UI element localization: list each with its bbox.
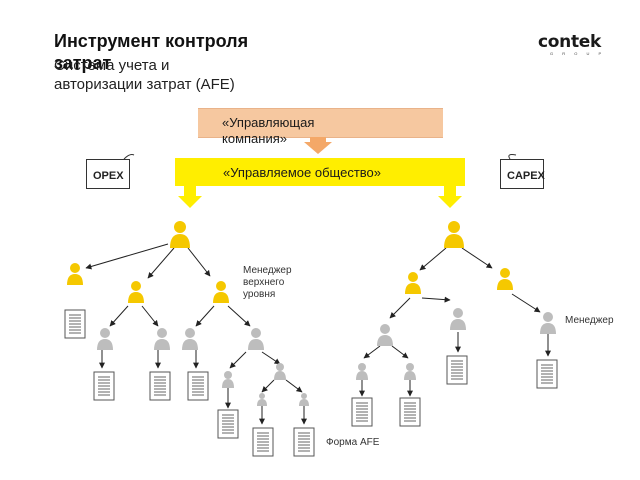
person-icon	[274, 363, 286, 380]
person-icon	[222, 371, 234, 388]
person-icon	[97, 328, 113, 350]
document-icon	[252, 427, 274, 457]
opex-label: OPEX	[93, 170, 124, 182]
person-icon	[377, 324, 393, 346]
person-icon	[444, 221, 464, 248]
mc-to-company-arrow	[304, 137, 332, 154]
document-icon	[446, 355, 468, 385]
document-icon	[149, 371, 171, 401]
opex-hook	[123, 154, 135, 160]
person-icon	[299, 393, 309, 406]
person-icon	[182, 328, 198, 350]
company-left-arrow	[178, 186, 202, 208]
top-manager-label: Менеджер верхнего уровня	[243, 265, 292, 300]
document-icon	[536, 359, 558, 389]
logo-text: contek	[538, 32, 602, 52]
document-icon	[351, 397, 373, 427]
document-icon	[217, 409, 239, 439]
person-icon	[404, 363, 416, 380]
document-icon	[187, 371, 209, 401]
opex-box: OPEX	[86, 159, 130, 189]
management-company-label: «Управляющая компания»	[222, 115, 315, 146]
document-icon	[93, 371, 115, 401]
yellow-people	[67, 221, 513, 303]
documents	[64, 309, 558, 457]
capex-box: CAPEX	[500, 159, 545, 189]
page-title: Инструмент контроля затрат	[54, 31, 249, 73]
person-icon	[497, 268, 513, 290]
person-icon	[356, 363, 368, 380]
contek-logo: contek G R O U P	[538, 33, 608, 59]
gray-people	[97, 308, 556, 406]
company-right-arrow	[438, 186, 462, 208]
document-icon	[64, 309, 86, 339]
person-icon	[213, 281, 229, 303]
page-subtitle: Система учета и авторизации затрат (AFE)	[54, 57, 235, 93]
document-icon	[293, 427, 315, 457]
logo-subtext: G R O U P	[550, 51, 606, 56]
managed-company-label: «Управляемое общество»	[223, 165, 382, 180]
person-icon	[170, 221, 190, 248]
person-icon	[248, 328, 264, 350]
capex-label: CAPEX	[507, 170, 545, 182]
manager-label: Менеджер	[565, 315, 614, 326]
person-icon	[67, 263, 83, 285]
afe-form-label: Форма AFE	[326, 437, 380, 448]
person-icon	[405, 272, 421, 294]
managed-company-box: «Управляемое общество»	[175, 158, 465, 186]
person-icon	[154, 328, 170, 350]
capex-hook	[508, 154, 517, 160]
person-icon	[540, 312, 556, 334]
person-icon	[257, 393, 267, 406]
person-icon	[450, 308, 466, 330]
document-icon	[399, 397, 421, 427]
management-company-box: «Управляющая компания»	[198, 108, 443, 146]
person-icon	[128, 281, 144, 303]
